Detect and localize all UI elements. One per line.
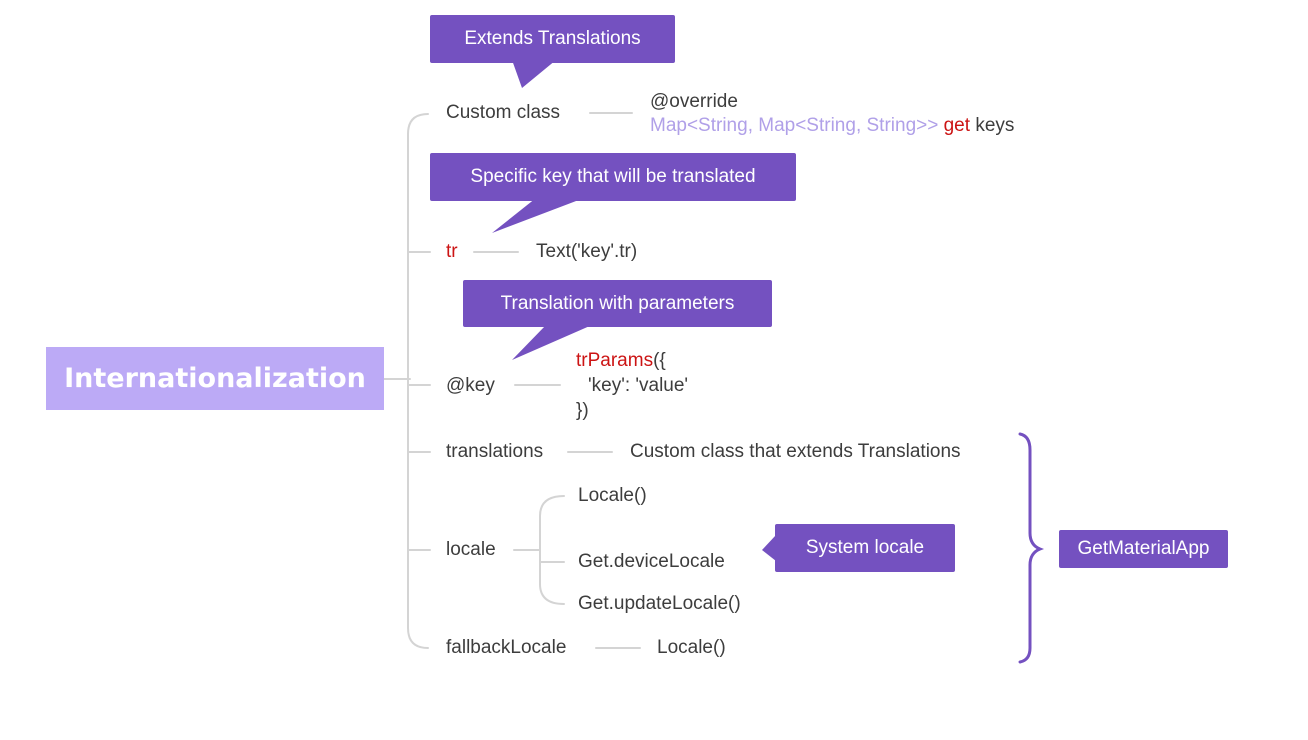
get-keyword: get — [943, 115, 971, 136]
branch-locale: locale — [446, 539, 496, 560]
tr-value: Text('key'.tr) — [536, 241, 638, 262]
locale-option: Locale() — [578, 485, 647, 506]
callout-system-locale: System locale — [775, 524, 955, 572]
map-getter-line: Map<String, Map<String, String>> get key… — [650, 114, 1014, 138]
locale-option: Get.deviceLocale — [578, 551, 725, 572]
trparams-open-brace: ({ — [653, 350, 666, 371]
trparams-entry: 'key': 'value' — [588, 375, 689, 396]
fallback-value: Locale() — [657, 637, 726, 658]
keys-name: keys — [975, 115, 1015, 136]
branch-translations: translations — [446, 441, 544, 462]
callout-pointer — [492, 198, 584, 233]
callout-pointer — [762, 535, 776, 561]
callout-pointer — [512, 60, 556, 88]
branch-key: @key — [446, 375, 495, 396]
translations-value: Custom class that extends Translations — [630, 441, 961, 462]
root-node: Internationalization — [46, 347, 384, 410]
map-type: Map<String, Map<String, String>> — [650, 115, 939, 136]
trparams-open: trParams({ — [576, 349, 666, 373]
callout-specific-key: Specific key that will be translated — [430, 153, 796, 201]
branch-fallback-locale: fallbackLocale — [446, 637, 567, 658]
trparams-fn: trParams — [576, 350, 654, 371]
group-tag-getmaterialapp: GetMaterialApp — [1059, 530, 1228, 568]
callout-params: Translation with parameters — [463, 280, 772, 327]
branch-custom-class: Custom class — [446, 102, 561, 123]
callout-pointer — [512, 325, 592, 360]
trparams-close: }) — [576, 400, 589, 421]
override-annotation: @override — [650, 91, 738, 112]
callout-extends: Extends Translations — [430, 15, 675, 63]
branch-tr: tr — [446, 241, 458, 262]
group-brace — [1018, 432, 1045, 664]
locale-option: Get.updateLocale() — [578, 593, 741, 614]
